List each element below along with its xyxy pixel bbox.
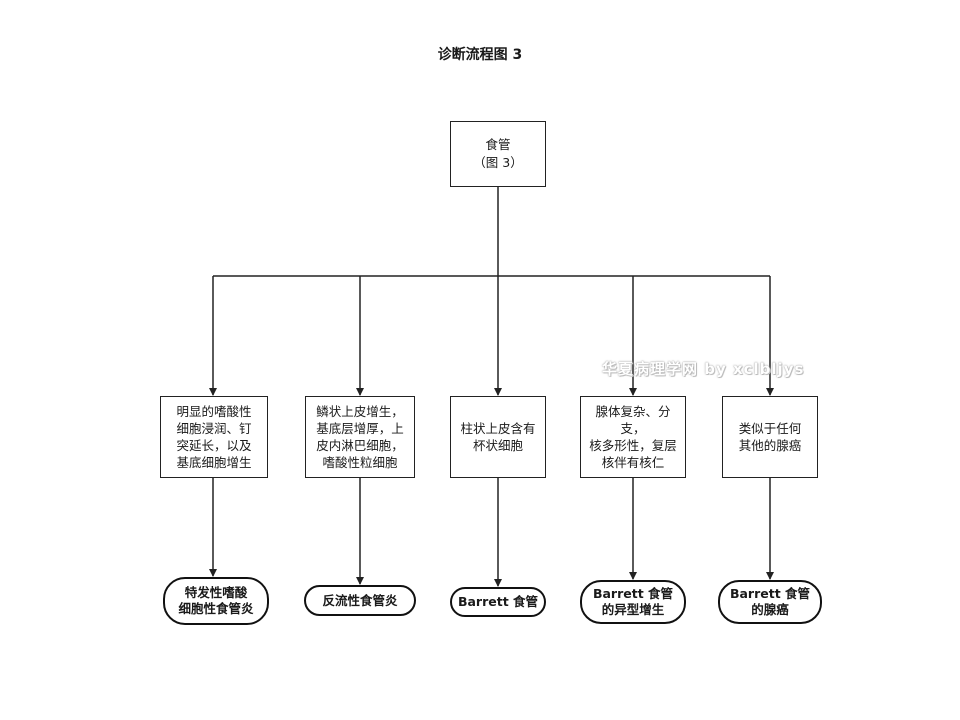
- feature-line: 其他的腺癌: [738, 438, 802, 453]
- feature-line: 皮内淋巴细胞，: [316, 438, 404, 453]
- outcome-node-2: 反流性食管炎: [304, 585, 416, 616]
- feature-line: 鳞状上皮增生，: [316, 404, 404, 419]
- feature-line: 核多形性，复层: [589, 438, 677, 453]
- feature-line: 突延长，以及: [176, 438, 252, 453]
- feature-line: 杯状细胞: [472, 438, 523, 453]
- outcome-line: 的腺癌: [751, 602, 789, 617]
- root-node-esophagus: 食管 （图 3）: [450, 121, 546, 187]
- feature-node-2: 鳞状上皮增生， 基底层增厚，上 皮内淋巴细胞， 嗜酸性粒细胞: [305, 396, 415, 478]
- feature-line: 类似于任何: [738, 421, 802, 436]
- feature-line: 核伴有核仁: [601, 455, 665, 470]
- outcome-line: Barrett 食管: [457, 594, 539, 609]
- root-line: 食管: [485, 137, 511, 152]
- outcome-node-3: Barrett 食管: [450, 587, 546, 617]
- feature-line: 基底细胞增生: [176, 455, 252, 470]
- root-line: （图 3）: [473, 155, 523, 170]
- feature-node-5: 类似于任何 其他的腺癌: [722, 396, 818, 478]
- feature-line: 柱状上皮含有: [460, 421, 536, 436]
- outcome-line: Barrett 食管: [729, 586, 811, 601]
- feature-node-3: 柱状上皮含有 杯状细胞: [450, 396, 546, 478]
- feature-line: 明显的嗜酸性: [176, 404, 252, 419]
- diagram-title: 诊断流程图 3: [437, 47, 523, 63]
- feature-line: 基底层增厚，上: [316, 421, 404, 436]
- feature-line: 细胞浸润、钉: [176, 421, 252, 436]
- outcome-line: 反流性食管炎: [322, 592, 398, 608]
- feature-node-1: 明显的嗜酸性 细胞浸润、钉 突延长，以及 基底细胞增生: [160, 396, 268, 478]
- outcome-line: 的异型增生: [601, 602, 665, 617]
- outcome-node-4: Barrett 食管 的异型增生: [580, 580, 686, 624]
- outcome-node-5: Barrett 食管 的腺癌: [718, 580, 822, 624]
- outcome-line: 细胞性食管炎: [178, 601, 254, 616]
- feature-line: 腺体复杂、分支，: [595, 404, 671, 436]
- outcome-line: Barrett 食管: [592, 586, 674, 601]
- feature-line: 嗜酸性粒细胞: [322, 455, 398, 470]
- feature-node-4: 腺体复杂、分支， 核多形性，复层 核伴有核仁: [580, 396, 686, 478]
- watermark-text: 华夏病理学网 by xclbljys: [602, 360, 805, 378]
- outcome-line: 特发性嗜酸: [184, 585, 248, 600]
- outcome-node-1: 特发性嗜酸 细胞性食管炎: [163, 577, 269, 625]
